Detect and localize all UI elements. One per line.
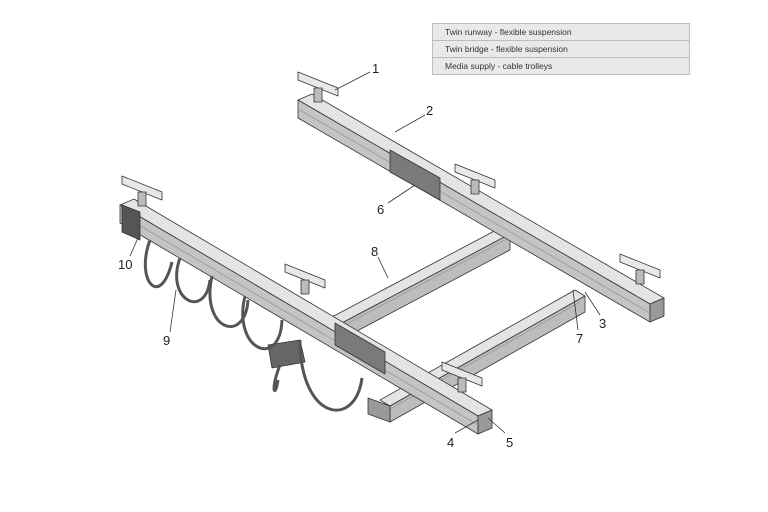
callout-9: 9	[163, 333, 170, 348]
legend-table: Twin runway - flexible suspension Twin b…	[432, 23, 690, 75]
splice-plate-front	[334, 322, 386, 375]
legend-row-runway: Twin runway - flexible suspension	[433, 24, 689, 41]
callout-6: 6	[377, 202, 384, 217]
callout-4: 4	[447, 435, 454, 450]
suspension-trolleys	[121, 71, 661, 393]
cable-loops	[143, 239, 364, 412]
splice-plate-rear	[389, 149, 441, 201]
cable-trolley-box	[267, 339, 306, 369]
callout-10: 10	[118, 257, 132, 272]
callout-8: 8	[371, 244, 378, 259]
legend-row-media: Media supply - cable trolleys	[445, 61, 553, 71]
bridge-beam-rear	[329, 227, 511, 341]
callout-leaders	[129, 71, 601, 434]
legend-row-bridge: Twin bridge - flexible suspension	[433, 41, 689, 58]
callout-2: 2	[426, 103, 433, 118]
runway-beam-front	[119, 198, 493, 435]
callout-5: 5	[506, 435, 513, 450]
callout-1: 1	[372, 61, 379, 76]
runway-beam-rear	[297, 93, 665, 323]
callout-7: 7	[576, 331, 583, 346]
end-cap-10	[121, 204, 141, 241]
callout-3: 3	[599, 316, 606, 331]
